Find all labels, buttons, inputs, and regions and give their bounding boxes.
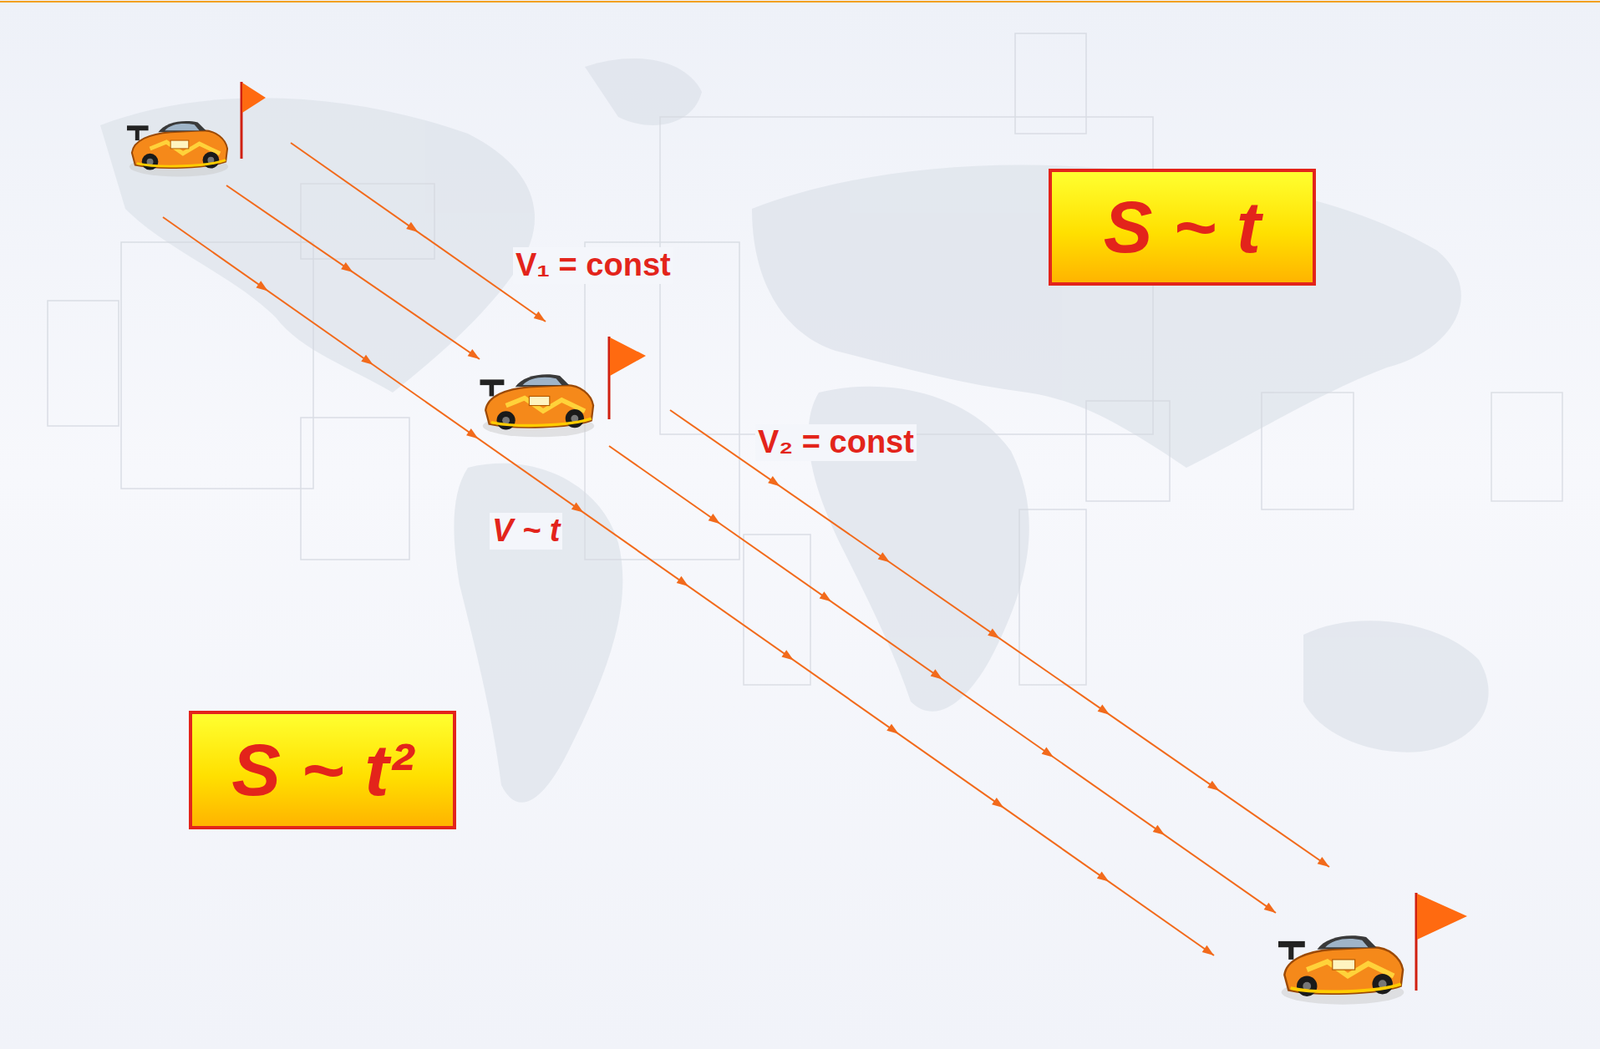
formula-box: S ~ t xyxy=(1048,168,1316,286)
velocity-label: V₁ = const xyxy=(513,247,674,285)
flag xyxy=(609,336,646,420)
velocity-label: V₂ = const xyxy=(755,424,917,462)
arrowhead xyxy=(819,591,832,602)
arrowhead xyxy=(676,576,689,587)
motion-line xyxy=(226,185,480,360)
arrowhead xyxy=(571,502,584,513)
arrowhead xyxy=(255,280,268,291)
arrowhead xyxy=(781,650,793,661)
arrowhead xyxy=(991,797,1004,808)
arrowhead xyxy=(406,222,418,233)
motion-line xyxy=(290,142,546,322)
arrowhead xyxy=(767,476,780,487)
formula-box: S ~ t² xyxy=(188,711,457,830)
arrowhead xyxy=(1041,747,1054,758)
flag xyxy=(241,81,266,159)
arrowhead xyxy=(1097,705,1110,716)
arrowhead xyxy=(1207,781,1220,792)
arrowhead xyxy=(878,552,890,563)
arrowhead xyxy=(466,428,478,439)
race-car xyxy=(126,121,229,177)
arrowhead xyxy=(886,724,899,735)
formula-text: S ~ t² xyxy=(231,730,414,812)
arrowhead xyxy=(1264,903,1276,914)
arrowhead xyxy=(987,628,1000,639)
race-car xyxy=(480,374,595,437)
arrowhead xyxy=(1317,857,1330,868)
arrowhead xyxy=(467,349,480,360)
arrowhead xyxy=(533,311,546,322)
flag xyxy=(1416,893,1468,991)
arrowhead xyxy=(360,355,373,366)
motion-line xyxy=(609,446,1276,914)
motion-line xyxy=(162,217,1214,956)
motion-arrows xyxy=(162,142,1330,956)
arrowhead xyxy=(1202,945,1214,956)
arrowhead xyxy=(1153,825,1165,836)
motion-line xyxy=(670,410,1330,868)
arrowhead xyxy=(1097,871,1109,882)
formula-text: S ~ t xyxy=(1103,187,1261,269)
arrowhead xyxy=(340,262,353,273)
race-car xyxy=(1278,935,1404,1006)
arrowhead xyxy=(930,669,943,680)
velocity-label: V ~ t xyxy=(489,513,563,550)
arrowhead xyxy=(708,513,721,524)
